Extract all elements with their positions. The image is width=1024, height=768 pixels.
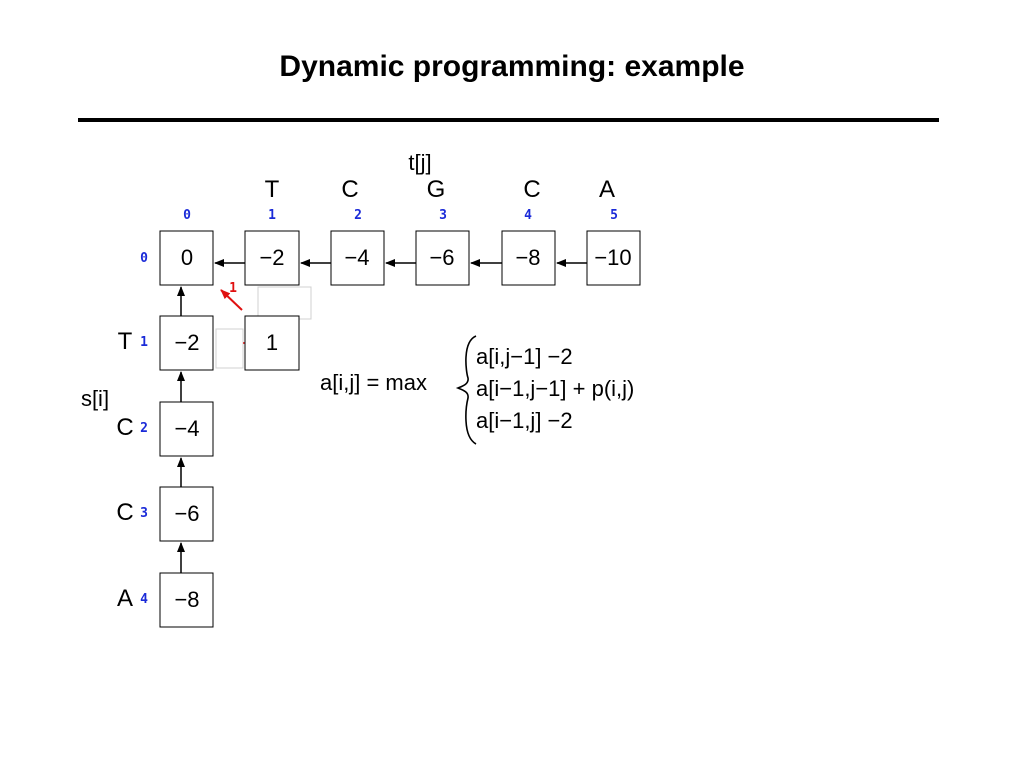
matrix-cell: −6 <box>159 486 214 542</box>
s-axis-label: s[i] <box>81 386 109 411</box>
cell-value: −6 <box>429 245 454 270</box>
column-letter: A <box>599 176 615 203</box>
column-index: 0 <box>183 208 191 223</box>
column-letter: T <box>265 176 280 203</box>
cell-value: 0 <box>181 245 193 270</box>
row-index: 2 <box>140 421 148 436</box>
row-index: 3 <box>140 506 148 521</box>
cell-value: −4 <box>344 245 369 270</box>
matrix-cell: −4 <box>159 401 214 457</box>
column-index: 2 <box>354 208 362 223</box>
cell-value: 1 <box>266 330 278 355</box>
ghost-cell <box>215 328 244 369</box>
column-letter: C <box>523 176 540 203</box>
row-letter: C <box>116 499 133 526</box>
cell-value: −8 <box>174 587 199 612</box>
row-index: 1 <box>140 335 148 350</box>
column-index: 5 <box>610 208 618 223</box>
matrix-cell: −2 <box>244 230 300 286</box>
row-letter: C <box>116 414 133 441</box>
matrix-cell: −8 <box>159 572 214 628</box>
matrix-cell: 0 <box>159 230 214 286</box>
cell-value: −10 <box>594 245 631 270</box>
recurrence-case-diagonal: a[i−1,j−1] + p(i,j) <box>476 376 634 401</box>
matrix-cell: −2 <box>159 315 214 371</box>
column-index: 3 <box>439 208 447 223</box>
ghost-cell <box>257 286 312 320</box>
matrix-cell: −6 <box>415 230 470 286</box>
matrix-cell-current: 1 <box>244 315 300 371</box>
slide-title: Dynamic programming: example <box>279 50 745 83</box>
t-axis-label: t[j] <box>408 150 431 175</box>
diagonal-arrow <box>220 289 243 311</box>
title-divider <box>78 118 939 122</box>
recurrence-lhs: a[i,j] = max <box>320 370 427 395</box>
recurrence-case-up: a[i−1,j] −2 <box>476 408 573 433</box>
diagonal-arrow-label: 1 <box>229 281 237 296</box>
recurrence-case-left: a[i,j−1] −2 <box>476 344 573 369</box>
cell-value: −4 <box>174 416 199 441</box>
matrix-cell: −4 <box>330 230 385 286</box>
column-index: 4 <box>524 208 532 223</box>
column-letter: G <box>427 176 446 203</box>
curly-brace <box>455 335 477 445</box>
column-letter: C <box>341 176 358 203</box>
row-index: 0 <box>140 251 148 266</box>
column-index: 1 <box>268 208 276 223</box>
row-index: 4 <box>140 592 148 607</box>
row-letter: T <box>118 328 133 355</box>
cell-value: −2 <box>259 245 284 270</box>
row-letter: A <box>117 585 133 612</box>
cell-value: −2 <box>174 330 199 355</box>
cell-value: −6 <box>174 501 199 526</box>
matrix-cell: −8 <box>501 230 556 286</box>
matrix-cell: −10 <box>586 230 641 286</box>
cell-value: −8 <box>515 245 540 270</box>
